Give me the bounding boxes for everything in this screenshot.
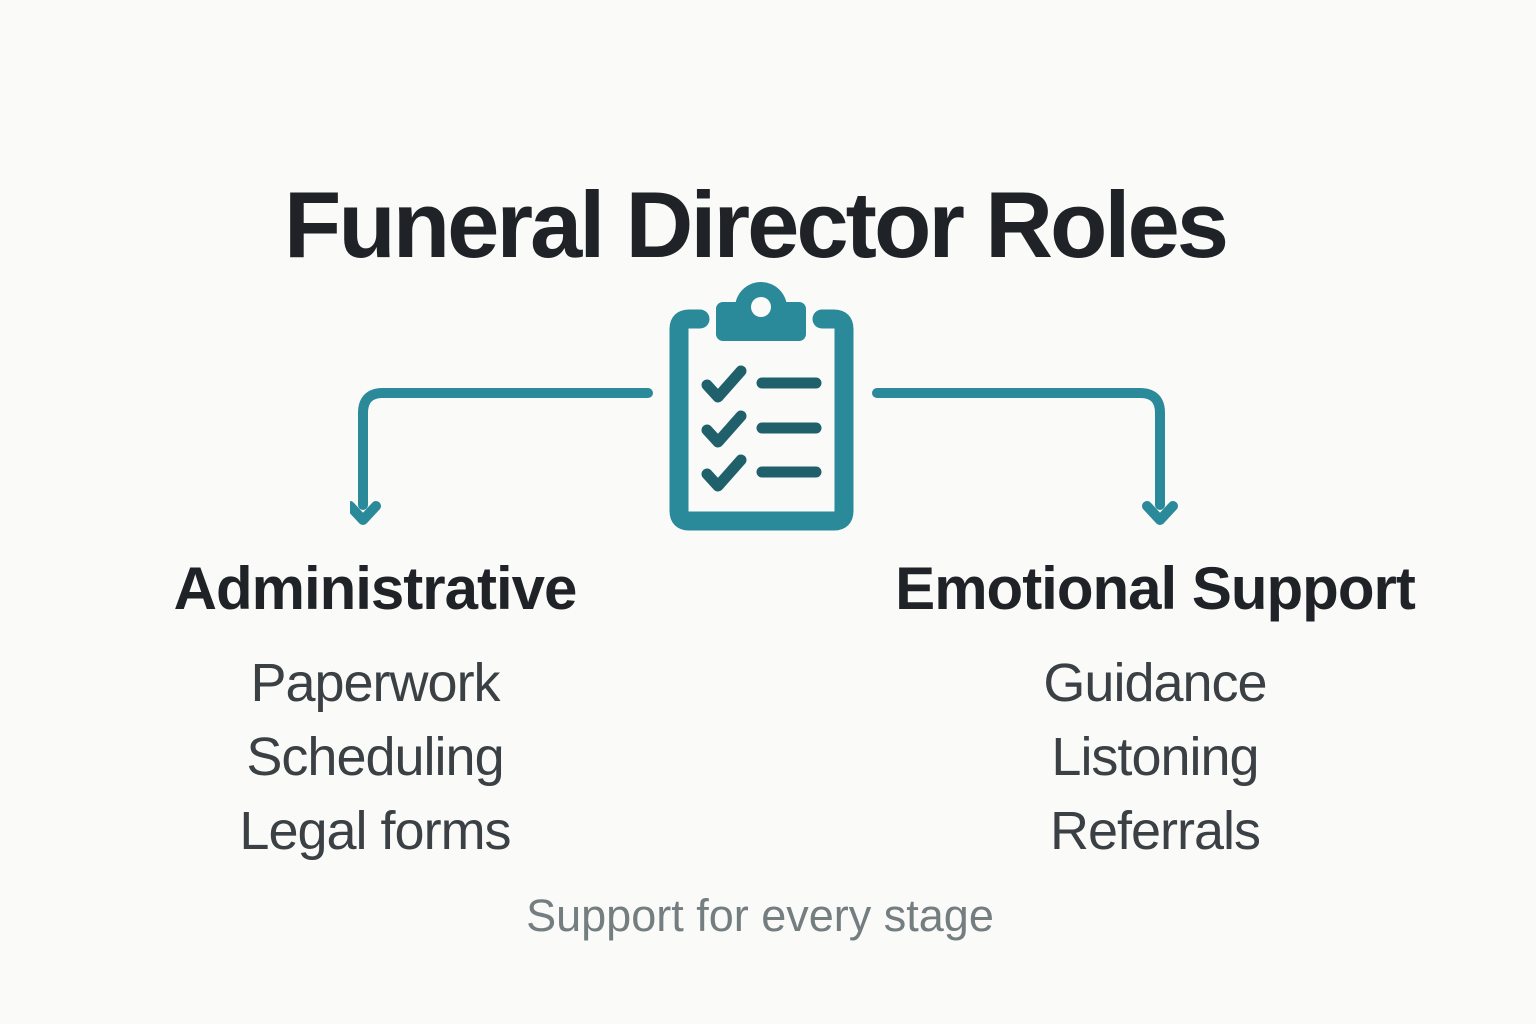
page-title: Funeral Director Roles xyxy=(283,171,1229,277)
emotional-support-section: Emotional Support Guidance Listoning Ref… xyxy=(850,556,1460,868)
left-arrow-connector xyxy=(350,388,653,525)
list-item: Listoning xyxy=(1051,727,1259,787)
footer-caption: Support for every stage xyxy=(526,890,994,941)
administrative-section: Administrative Paperwork Scheduling Lega… xyxy=(75,556,675,868)
right-arrow-connector xyxy=(872,388,1178,525)
list-item: Guidance xyxy=(1043,653,1267,713)
list-item: Scheduling xyxy=(246,727,504,787)
emotional-support-list: Guidance Listoning Referrals xyxy=(850,646,1460,868)
clipboard-checklist-icon xyxy=(669,282,854,531)
list-item: Legal forms xyxy=(239,801,511,861)
list-item: Referrals xyxy=(1049,801,1261,861)
list-item: Paperwork xyxy=(250,653,500,713)
emotional-support-heading: Emotional Support xyxy=(895,555,1416,622)
administrative-list: Paperwork Scheduling Legal forms xyxy=(75,646,675,868)
administrative-heading: Administrative xyxy=(173,555,578,622)
